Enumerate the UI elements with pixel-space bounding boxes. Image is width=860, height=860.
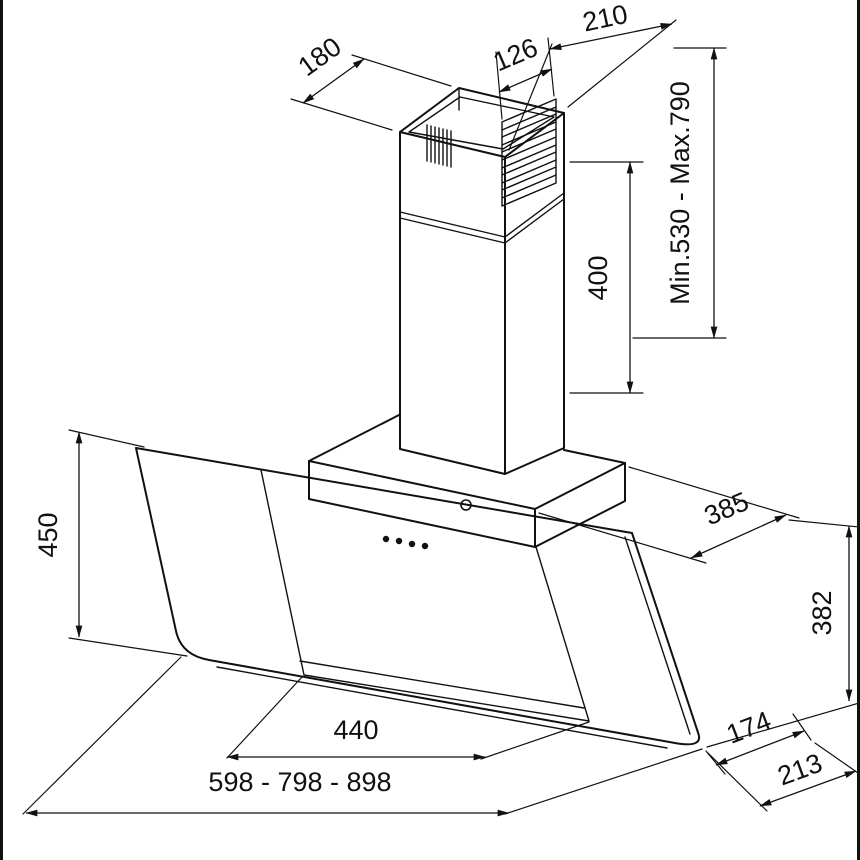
hood-upper-band [308, 460, 626, 548]
control-button-4 [421, 542, 429, 550]
dimension-label: Min.530 - Max.790 [665, 81, 695, 305]
dimension-line [759, 770, 857, 807]
extension-lines [226, 676, 590, 760]
control-button-1 [382, 535, 390, 543]
dimension-back-height: 382 [706, 519, 857, 748]
dimension-label: 598 - 798 - 898 [208, 767, 391, 797]
extension-lines [290, 54, 452, 131]
control-button-3 [408, 540, 416, 548]
vent-grille-frame [501, 98, 557, 207]
dimension-bottom-depth-outer: 213 [707, 742, 857, 812]
dimension-vent-grille-width: 126 [489, 32, 555, 120]
chimney-top-opening [408, 96, 555, 150]
glass-edge-thickness [216, 536, 691, 749]
chimney-top-face [399, 87, 565, 158]
vent-grille-louvers [501, 106, 557, 199]
chimney-edges [399, 112, 565, 475]
hood-top-face [308, 414, 626, 510]
canopy-under-glass [260, 469, 590, 722]
dimension-label: 450 [33, 512, 63, 557]
control-button-2 [395, 537, 403, 545]
front-vent-slots [426, 124, 452, 168]
dimension-label: 180 [293, 31, 347, 82]
dimension-glass-panel-height: 450 [33, 429, 188, 657]
dimension-line [549, 22, 673, 51]
dimension-line [498, 68, 553, 93]
extension-lines [68, 429, 188, 657]
extension-lines [538, 466, 800, 564]
dimension-line [302, 58, 365, 104]
glass-panel-outline [135, 447, 701, 746]
dimension-line [690, 514, 787, 559]
extension-lines [508, 19, 677, 151]
dimension-label: 210 [580, 0, 630, 38]
dimension-chimney-height-range: Min.530 - Max.790 [632, 47, 727, 339]
light-spot [460, 499, 472, 511]
dimension-label: 174 [722, 706, 775, 750]
chimney [399, 87, 565, 475]
canopy-rim [299, 660, 585, 709]
dimension-hood-width-options: 598 - 798 - 898 [22, 656, 703, 817]
dimension-line [715, 730, 805, 766]
dimension-chimney-top-width: 210 [508, 0, 677, 151]
dimension-label: 385 [700, 486, 753, 531]
dimension-top-depth: 385 [538, 466, 800, 564]
dimension-label: 382 [807, 590, 837, 635]
dimension-upper-chimney-height: 400 [569, 161, 644, 394]
extension-lines [22, 656, 703, 815]
dimension-label: 440 [333, 715, 378, 745]
dimension-label: 126 [489, 32, 542, 77]
hood-body [135, 414, 701, 749]
extension-lines [707, 742, 857, 812]
chimney-telescopic-seam [399, 192, 565, 244]
dimension-label: 400 [583, 255, 613, 300]
cooker-hood-technical-drawing: 180 210 126 Min.530 - Max.790 400 450 [22, 0, 857, 817]
dimension-chimney-top-depth: 180 [290, 31, 452, 131]
dimension-mounting-width: 440 [226, 676, 590, 761]
